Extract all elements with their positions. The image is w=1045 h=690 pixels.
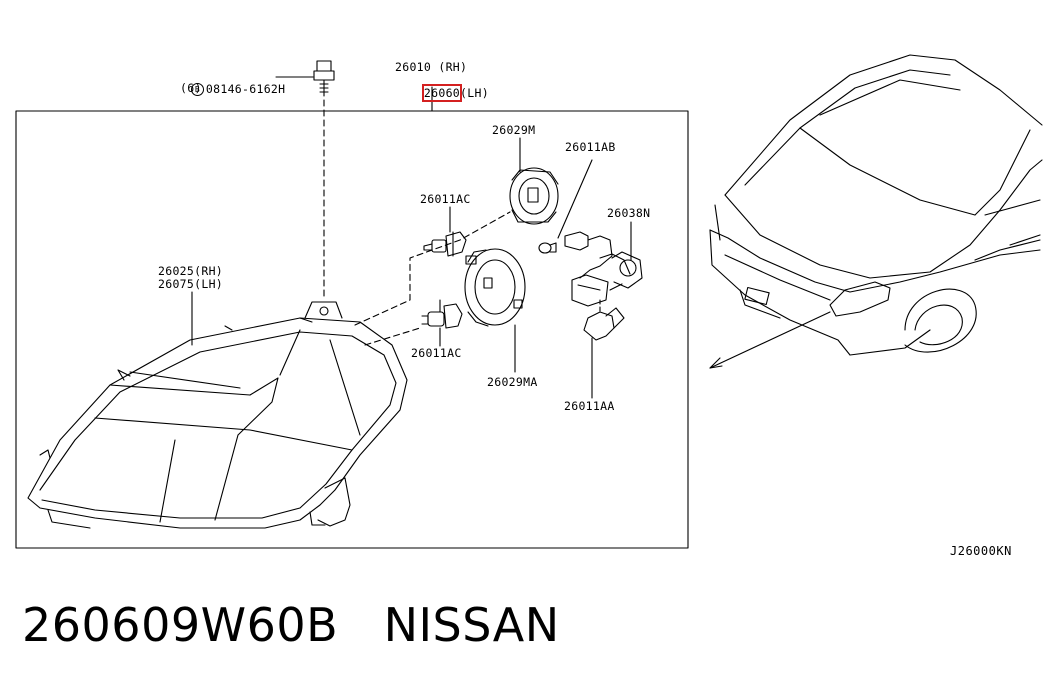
socket-harness-icon bbox=[564, 231, 643, 307]
bulb-aa-label[interactable]: 26011AA bbox=[564, 399, 615, 413]
bulb-ac-bottom-label[interactable]: 26011AC bbox=[411, 346, 462, 360]
assembly-lh-label[interactable]: 26060(LH) bbox=[421, 84, 489, 102]
reference-code: J26000KN bbox=[950, 544, 1012, 558]
part-number: 260609W60B bbox=[22, 598, 339, 652]
bulb-ac-top-label[interactable]: 26011AC bbox=[420, 192, 471, 206]
bolt-symbol: B bbox=[190, 83, 204, 96]
bulb-ac-top-icon bbox=[423, 231, 467, 257]
headlamp-housing-icon bbox=[27, 301, 408, 529]
product-caption: 260609W60B NISSAN bbox=[22, 598, 560, 652]
pointer-arrow-line bbox=[709, 311, 831, 369]
pointer-arrow-head bbox=[709, 357, 723, 369]
bolt-qty-label: (6) bbox=[180, 81, 202, 95]
assembly-dash-1 bbox=[354, 211, 511, 326]
bulb-ac-bottom-icon bbox=[421, 299, 463, 329]
cap-ma-icon bbox=[464, 248, 526, 327]
socket-n-label[interactable]: 26038N bbox=[607, 206, 651, 220]
bulb-ab-icon bbox=[538, 242, 557, 254]
bulb-ab-label[interactable]: 26011AB bbox=[565, 140, 616, 154]
assembly-dash-2 bbox=[364, 327, 421, 346]
assembly-lh-highlight[interactable]: 26060 bbox=[421, 84, 463, 102]
car-front-icon bbox=[709, 54, 1043, 356]
housing-rh-label[interactable]: 26025(RH) bbox=[158, 264, 224, 278]
bulb-ab-leader bbox=[557, 159, 593, 239]
cap-ma-label[interactable]: 26029MA bbox=[487, 375, 538, 389]
assembly-rh-label[interactable]: 26010 (RH) bbox=[395, 60, 468, 74]
bulb-aa-icon bbox=[583, 307, 625, 341]
brand-name: NISSAN bbox=[383, 598, 560, 652]
assembly-frame bbox=[15, 110, 689, 549]
housing-lh-label[interactable]: 26075(LH) bbox=[158, 277, 224, 291]
cap-m-icon bbox=[509, 167, 559, 225]
bolt-icon bbox=[313, 60, 335, 97]
cap-m-label[interactable]: 26029M bbox=[492, 123, 536, 137]
